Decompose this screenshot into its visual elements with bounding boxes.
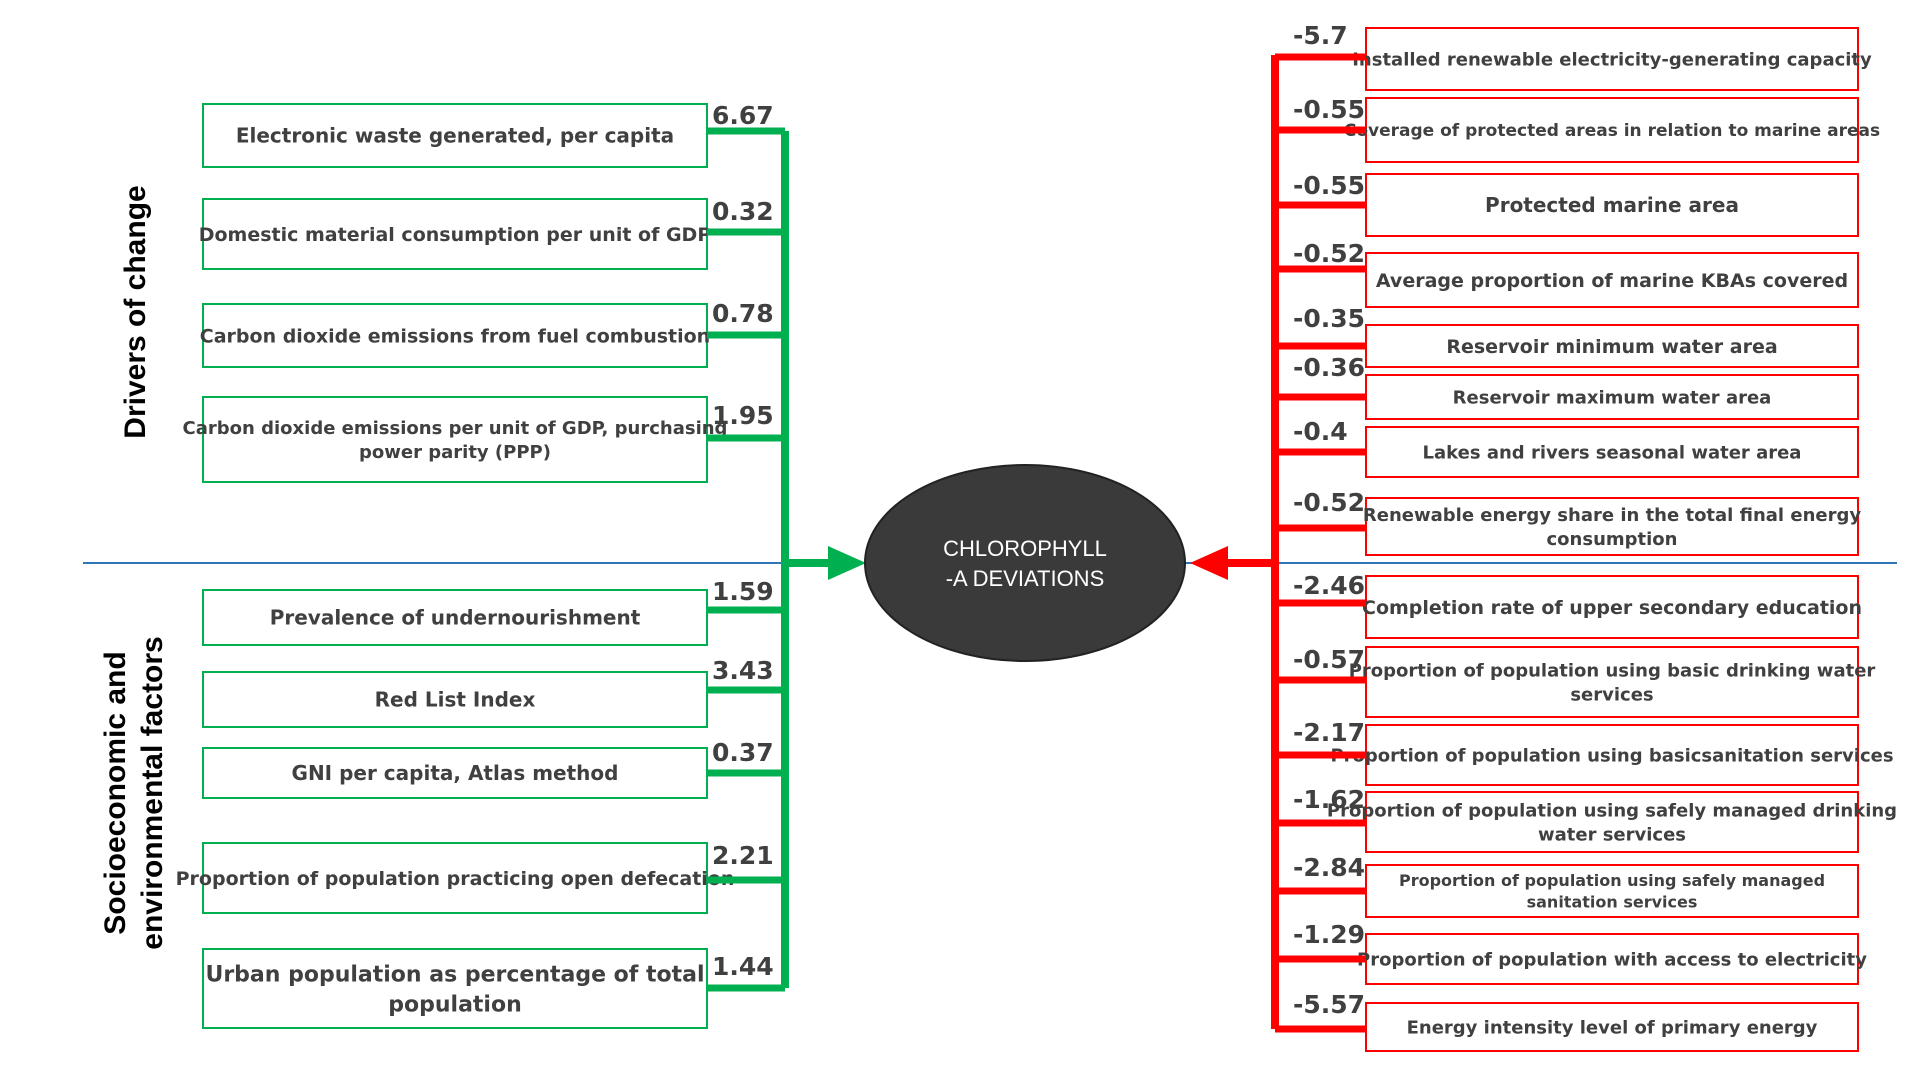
left-factor-label: GNI per capita, Atlas method [292, 761, 619, 785]
right-factor-box [1365, 724, 1859, 786]
right-factor-label: Reservoir minimum water area [1446, 336, 1777, 358]
right-factor-box [1365, 374, 1859, 420]
right-factor-label: Proportion of population using basicsani… [1330, 745, 1893, 766]
left-value-label: 1.95 [712, 401, 774, 430]
right-factor-label: Installed renewable electricity-generati… [1352, 49, 1872, 70]
left-factor-box [202, 747, 708, 799]
left-factor-label: Proportion of population practicing open… [176, 868, 735, 890]
center-ellipse [864, 464, 1186, 662]
right-value-label: -0.55 [1293, 95, 1365, 124]
left-factor-box [202, 948, 708, 1029]
right-value-label: -0.55 [1293, 171, 1365, 200]
left-arrow-head [828, 546, 866, 580]
right-factor-box [1365, 575, 1859, 639]
right-value-label: -0.36 [1293, 353, 1365, 382]
left-factor-label: Electronic waste generated, per capita [236, 124, 674, 148]
center-label: -A DEVIATIONS [946, 566, 1105, 591]
left-factor-label: Carbon dioxide emissions per unit of GDP… [183, 418, 728, 439]
left-value-label: 0.78 [712, 299, 774, 328]
left-factor-box [202, 303, 708, 368]
left-value-label: 3.43 [712, 656, 774, 685]
left-factor-label: Domestic material consumption per unit o… [199, 224, 712, 246]
right-factor-label: Coverage of protected areas in relation … [1344, 121, 1880, 141]
right-factor-label: Protected marine area [1485, 193, 1739, 217]
right-value-label: -0.57 [1293, 645, 1365, 674]
left-factor-label: population [388, 992, 522, 1017]
right-factor-label: Reservoir maximum water area [1453, 387, 1772, 408]
right-factor-box [1365, 497, 1859, 556]
right-value-label: -0.52 [1293, 239, 1365, 268]
right-factor-label: Completion rate of upper secondary educa… [1362, 597, 1862, 619]
right-factor-box [1365, 426, 1859, 478]
right-value-label: -1.29 [1293, 920, 1365, 949]
right-factor-box [1365, 1002, 1859, 1052]
right-value-label: -0.52 [1293, 488, 1365, 517]
left-factor-box [202, 198, 708, 270]
right-factor-box [1365, 933, 1859, 985]
right-factor-box [1365, 324, 1859, 368]
right-arrow-head [1190, 546, 1228, 580]
right-factor-box [1365, 646, 1859, 718]
left-factor-label: Urban population as percentage of total [205, 963, 704, 988]
right-factor-box [1365, 864, 1859, 918]
left-value-label: 1.59 [712, 577, 774, 606]
left-value-label: 6.67 [712, 101, 774, 130]
right-factor-label: Average proportion of marine KBAs covere… [1376, 270, 1848, 292]
left-factor-box [202, 671, 708, 728]
left-value-label: 2.21 [712, 841, 774, 870]
right-factor-box [1365, 252, 1859, 308]
left-factor-label: Prevalence of undernourishment [270, 606, 641, 630]
right-value-label: -5.57 [1293, 990, 1365, 1019]
left-factor-label: power parity (PPP) [359, 442, 551, 463]
right-factor-label: Proportion of population using basic dri… [1349, 660, 1876, 681]
left-value-label: 1.44 [712, 952, 774, 981]
right-factor-label: services [1570, 685, 1653, 706]
right-value-label: -2.46 [1293, 571, 1365, 600]
right-factor-label: Proportion of population using safely ma… [1399, 871, 1825, 890]
left-factor-box [202, 103, 708, 168]
left-value-label: 0.32 [712, 197, 774, 226]
left-factor-label: Red List Index [375, 688, 536, 712]
left-factor-box [202, 842, 708, 914]
right-factor-label: Proportion of population using safely ma… [1327, 800, 1897, 821]
left-factor-box [202, 589, 708, 646]
right-factor-box [1365, 791, 1859, 853]
right-factor-label: water services [1538, 825, 1686, 846]
left-factor-label: Carbon dioxide emissions from fuel combu… [200, 325, 710, 347]
side-label-socio: environmental factors [136, 636, 169, 949]
right-factor-label: Energy intensity level of primary energy [1407, 1017, 1818, 1038]
center-label: CHLOROPHYLL [943, 536, 1107, 561]
right-value-label: -0.35 [1293, 304, 1365, 333]
right-factor-label: Renewable energy share in the total fina… [1363, 505, 1861, 526]
left-factor-box [202, 396, 708, 483]
right-factor-label: sanitation services [1527, 893, 1698, 912]
right-factor-label: Lakes and rivers seasonal water area [1423, 442, 1802, 463]
right-value-label: -2.17 [1293, 718, 1365, 747]
right-factor-label: Proportion of population with access to … [1357, 949, 1867, 970]
right-factor-box [1365, 173, 1859, 237]
right-value-label: -1.62 [1293, 785, 1365, 814]
right-value-label: -0.4 [1293, 417, 1348, 446]
side-label-drivers: Drivers of change [119, 185, 152, 438]
right-factor-box [1365, 27, 1859, 91]
left-value-label: 0.37 [712, 738, 774, 767]
right-value-label: -2.84 [1293, 853, 1365, 882]
side-label-socio: Socioeconomic and [99, 651, 132, 934]
right-value-label: -5.7 [1293, 21, 1348, 50]
right-factor-label: consumption [1547, 529, 1678, 550]
